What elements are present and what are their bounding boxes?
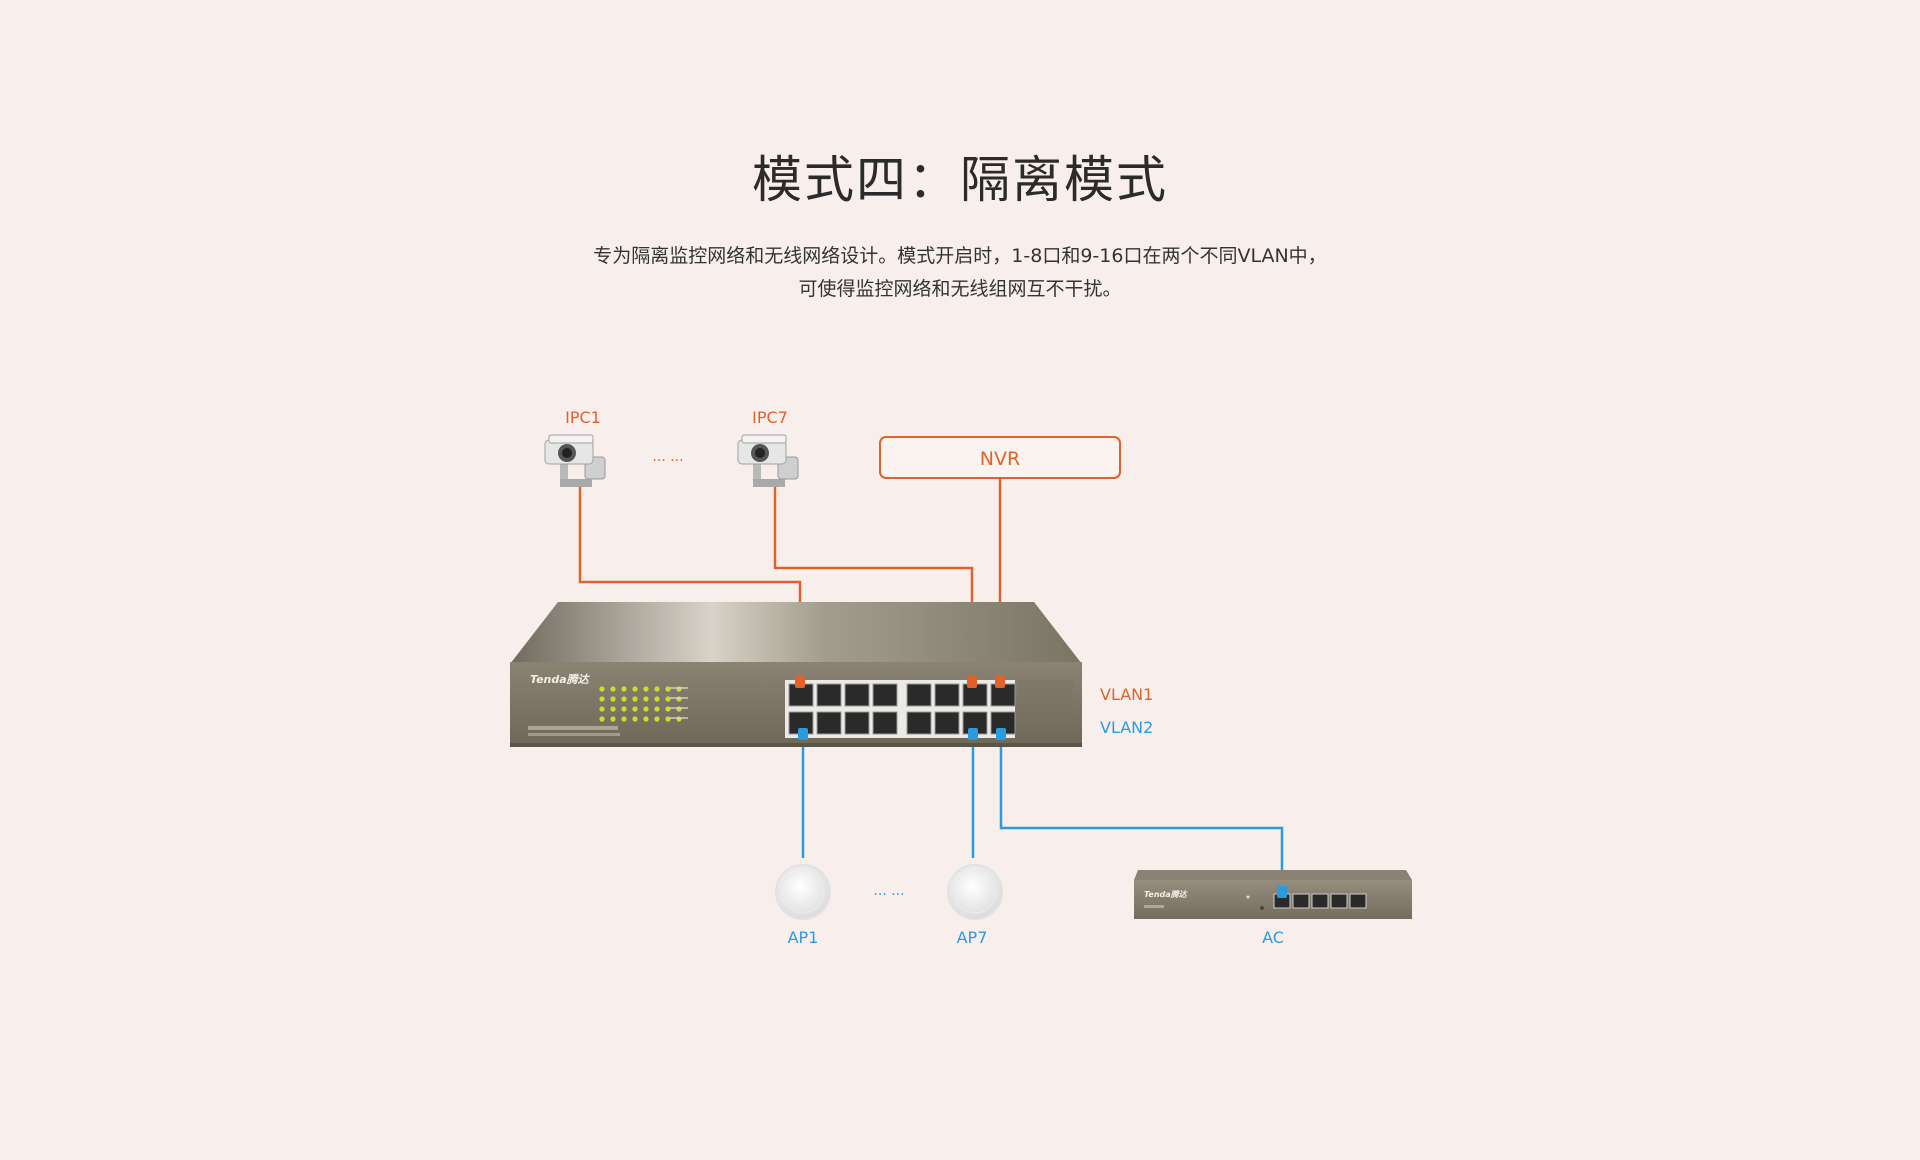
led-indicator [654, 686, 660, 692]
ac-brand-logo: Tenda腾达 [1144, 890, 1189, 899]
port-marker-ipc1 [795, 676, 805, 688]
port-marker-nvr [995, 676, 1005, 688]
led-indicator [599, 686, 605, 692]
ap-ellipsis: ... ... [873, 883, 904, 899]
port-marker-ap7 [968, 728, 978, 740]
led-indicator [654, 716, 660, 722]
label-ap1: AP1 [788, 928, 819, 947]
led-indicator [665, 706, 671, 712]
switch-brand-logo: Tenda腾达 [530, 673, 591, 686]
led-indicator [632, 686, 638, 692]
ethernet-port [872, 683, 898, 707]
description-line-1: 专为隔离监控网络和无线网络设计。模式开启时，1-8口和9-16口在两个不同VLA… [593, 245, 1327, 267]
led-indicator [621, 696, 627, 702]
label-ipc1: IPC1 [565, 408, 601, 427]
led-indicator [610, 696, 616, 702]
vlan1-port-markers [795, 676, 1005, 688]
switch-led-panel [599, 686, 688, 722]
nvr-box [879, 436, 1121, 479]
led-indicator [599, 716, 605, 722]
port-marker-ipc7 [967, 676, 977, 688]
led-indicator [654, 706, 660, 712]
ethernet-port [934, 711, 960, 735]
led-indicator [632, 696, 638, 702]
led-indicator [621, 706, 627, 712]
ac-ethernet-port [1330, 893, 1348, 909]
switch-top [510, 602, 1082, 664]
led-indicator [665, 716, 671, 722]
led-indicator [654, 696, 660, 702]
port-marker-ap1 [798, 728, 808, 740]
ac-ethernet-port [1349, 893, 1367, 909]
access-point-ap1-icon [775, 864, 831, 920]
switch-device: Tenda腾达 [510, 602, 1082, 747]
led-indicator [610, 716, 616, 722]
led-indicator [643, 706, 649, 712]
ethernet-port [906, 711, 932, 735]
led-indicator [643, 716, 649, 722]
ac-ethernet-port [1292, 893, 1310, 909]
led-indicator [599, 696, 605, 702]
led-caption [670, 707, 688, 709]
led-indicator [621, 686, 627, 692]
label-ap7: AP7 [957, 928, 988, 947]
led-indicator [632, 706, 638, 712]
ethernet-port [934, 683, 960, 707]
led-indicator [599, 706, 605, 712]
led-caption [670, 697, 688, 699]
access-point-ap7-icon [947, 864, 1003, 920]
legend-vlan1: VLAN1 [1100, 685, 1153, 704]
ethernet-port [844, 683, 870, 707]
led-caption [670, 687, 688, 689]
ethernet-port [844, 711, 870, 735]
led-indicator [665, 696, 671, 702]
label-ipc7: IPC7 [752, 408, 788, 427]
led-indicator [665, 686, 671, 692]
led-indicator [610, 686, 616, 692]
vlan2-port-markers [798, 728, 1006, 740]
ethernet-port [816, 711, 842, 735]
ipc-ellipsis: ... ... [652, 449, 683, 465]
led-indicator [621, 716, 627, 722]
ethernet-port [906, 683, 932, 707]
camera-ipc7-icon [737, 434, 799, 487]
port-marker-ac [996, 728, 1006, 740]
camera-ipc1-icon [544, 434, 606, 487]
legend-vlan2: VLAN2 [1100, 718, 1153, 737]
ac-device: Tenda腾达 [1134, 870, 1412, 919]
ethernet-port [816, 683, 842, 707]
label-nvr: NVR [980, 448, 1020, 470]
led-indicator [643, 696, 649, 702]
cable-ac-switch [999, 735, 1284, 895]
ac-ethernet-port [1311, 893, 1329, 909]
led-indicator [643, 686, 649, 692]
led-indicator [632, 716, 638, 722]
switch-port-bank [785, 680, 1016, 738]
port-marker-ac-uplink [1277, 886, 1287, 898]
led-caption [670, 717, 688, 719]
label-ac: AC [1262, 928, 1284, 947]
ethernet-port [872, 711, 898, 735]
led-indicator [610, 706, 616, 712]
vlan2-cables [801, 735, 1284, 895]
page-title: 模式四：隔离模式 [752, 151, 1168, 209]
description-line-2: 可使得监控网络和无线组网互不干扰。 [798, 278, 1122, 300]
